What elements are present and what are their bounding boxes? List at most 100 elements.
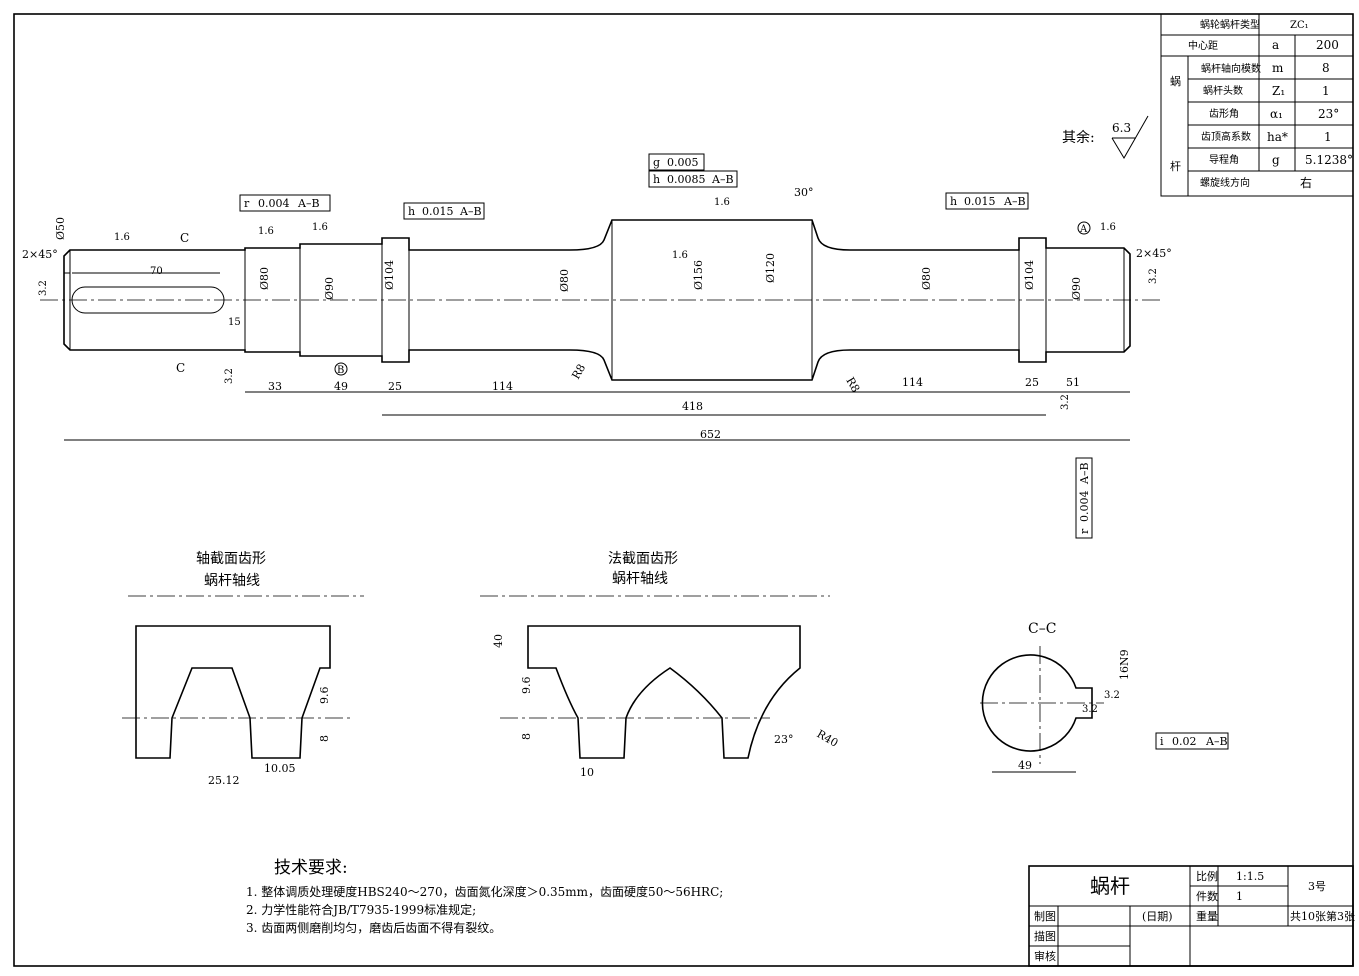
roughness-rest: 其余: 6.3 — [1062, 115, 1149, 159]
rough-6: 1.6 — [1100, 222, 1116, 233]
dim-l25b: 25 — [1025, 376, 1039, 389]
rough-2: 1.6 — [258, 226, 274, 237]
dim-l25a: 25 — [388, 380, 402, 393]
section-title: C–C — [1028, 621, 1056, 637]
rest-value: 6.3 — [1112, 121, 1131, 135]
normal-profile: 法截面齿形 蜗杆轴线 40 9.6 8 10 23° R40 — [480, 551, 840, 779]
dim-d120: Ø120 — [764, 253, 777, 283]
param-sym: m — [1272, 61, 1284, 75]
dim-r8a: R8 — [569, 362, 588, 382]
title-block: 蜗杆 比例 1:1.5 件数 1 重量 3号 共10张第3张 制图 (日期) 描… — [1028, 865, 1355, 967]
param-val: 5.1238° — [1305, 153, 1353, 167]
param-sym: α₁ — [1270, 107, 1283, 121]
tol-val: 0.02 — [1172, 735, 1197, 748]
tol-ref: A–B — [297, 197, 320, 210]
chamfer-left: 2×45° — [22, 248, 58, 261]
param-val: 8 — [1322, 61, 1330, 75]
traced-label: 描图 — [1034, 929, 1056, 943]
axial-w1005: 10.05 — [264, 762, 296, 775]
tech-title: 技术要求: — [274, 858, 348, 878]
tol-ref: A–B — [1078, 462, 1091, 485]
sheet-size: 3号 — [1308, 880, 1326, 893]
rough-10: 3.2 — [1148, 268, 1159, 284]
dim-l652: 652 — [700, 428, 721, 441]
dim-d90a: Ø90 — [323, 277, 336, 300]
axial-h8: 8 — [318, 735, 331, 742]
shaft-view — [40, 219, 1160, 381]
section-cc: C–C 49 16N9 3.2 3.2 — [980, 621, 1131, 773]
param-name: 螺旋线方向 — [1200, 176, 1250, 189]
weight-label: 重量 — [1196, 909, 1218, 923]
scale-label: 比例 — [1196, 869, 1218, 883]
param-val: 23° — [1318, 107, 1339, 121]
rough-3: 1.6 — [312, 222, 328, 233]
tol-sym: r — [244, 197, 250, 210]
tech-item: 3. 齿面两侧磨削均匀，磨齿后齿面不得有裂纹。 — [246, 920, 501, 935]
sheet-border — [13, 13, 1354, 967]
param-name: 中心距 — [1188, 39, 1218, 52]
normal-h40: 40 — [492, 634, 505, 648]
rough-9: 3.2 — [1060, 394, 1071, 410]
tol-val: 0.004 — [1078, 491, 1091, 523]
normal-h96: 9.6 — [520, 677, 533, 695]
shaft-dimensions: 2×45° 2×45° Ø50 70 15 Ø80 Ø90 Ø104 Ø80 Ø… — [22, 186, 1172, 441]
tol-val: 0.005 — [667, 156, 699, 169]
param-val: 1 — [1322, 84, 1330, 98]
qty-label: 件数 — [1196, 890, 1218, 903]
checked-label: 审核 — [1034, 949, 1056, 963]
section-key: 16N9 — [1118, 649, 1131, 680]
param-name: 导程角 — [1209, 154, 1239, 166]
dim-l51: 51 — [1066, 376, 1080, 389]
rough-8: 3.2 — [224, 368, 235, 384]
tech-item: 1. 整体调质处理硬度HBS240～270，齿面氮化深度＞0.35mm，齿面硬度… — [246, 884, 723, 899]
tol-ref: A–B — [459, 205, 482, 218]
tech-item: 2. 力学性能符合JB/T7935-1999标准规定; — [246, 902, 476, 917]
section-w49: 49 — [1018, 759, 1032, 772]
date-label: (日期) — [1142, 910, 1173, 923]
tol-ref: A–B — [711, 173, 734, 186]
normal-h8: 8 — [520, 733, 533, 740]
tolerance-frames: r 0.004 A–B h 0.015 A–B g 0.005 h 0.0085… — [239, 153, 1229, 750]
normal-ang23: 23° — [774, 733, 794, 746]
tol-sym: h — [950, 195, 957, 208]
param-sym: g — [1272, 153, 1280, 167]
dim-key-off: 15 — [228, 317, 241, 328]
normal-title: 法截面齿形 — [608, 551, 678, 567]
params-type: ZC₁ — [1290, 20, 1309, 31]
param-name: 蜗杆头数 — [1203, 84, 1243, 97]
rough-1: 1.6 — [114, 232, 130, 243]
dim-key-len: 70 — [150, 266, 163, 277]
tol-val: 0.0085 — [667, 173, 706, 186]
section-mark-bot: C — [176, 361, 185, 375]
group-label: 蜗 — [1170, 75, 1181, 88]
dim-d104b: Ø104 — [1023, 260, 1036, 290]
normal-w10: 10 — [580, 766, 594, 779]
dim-l418: 418 — [682, 400, 703, 413]
tol-sym: g — [653, 156, 660, 169]
axial-profile: 轴截面齿形 蜗杆轴线 10.05 25.12 9.6 8 — [122, 551, 364, 787]
tol-val: 0.004 — [258, 197, 290, 210]
param-sym: a — [1272, 38, 1279, 52]
param-sym: ha* — [1267, 130, 1288, 144]
section-mark-top: C — [180, 231, 189, 245]
params-title: 蜗轮蜗杆类型 — [1200, 18, 1260, 31]
drawn-label: 制图 — [1034, 910, 1056, 923]
dim-d80b: Ø80 — [558, 269, 571, 292]
dim-l114a: 114 — [492, 380, 513, 393]
dim-d80c: Ø80 — [920, 267, 933, 290]
part-name: 蜗杆 — [1090, 874, 1130, 898]
param-val: 200 — [1316, 38, 1339, 52]
rest-label: 其余: — [1062, 129, 1095, 146]
datum-b: B — [337, 365, 344, 376]
dim-l49: 49 — [334, 380, 348, 393]
param-val: 右 — [1300, 175, 1312, 190]
dim-d80a: Ø80 — [258, 267, 271, 290]
tol-ref: A–B — [1003, 195, 1026, 208]
normal-r40: R40 — [815, 727, 841, 749]
dim-d90b: Ø90 — [1070, 277, 1083, 300]
param-sym: Z₁ — [1272, 84, 1285, 98]
datum-a: A — [1079, 224, 1088, 235]
section-rough: 3.2 — [1082, 704, 1098, 715]
scale-val: 1:1.5 — [1236, 870, 1264, 883]
